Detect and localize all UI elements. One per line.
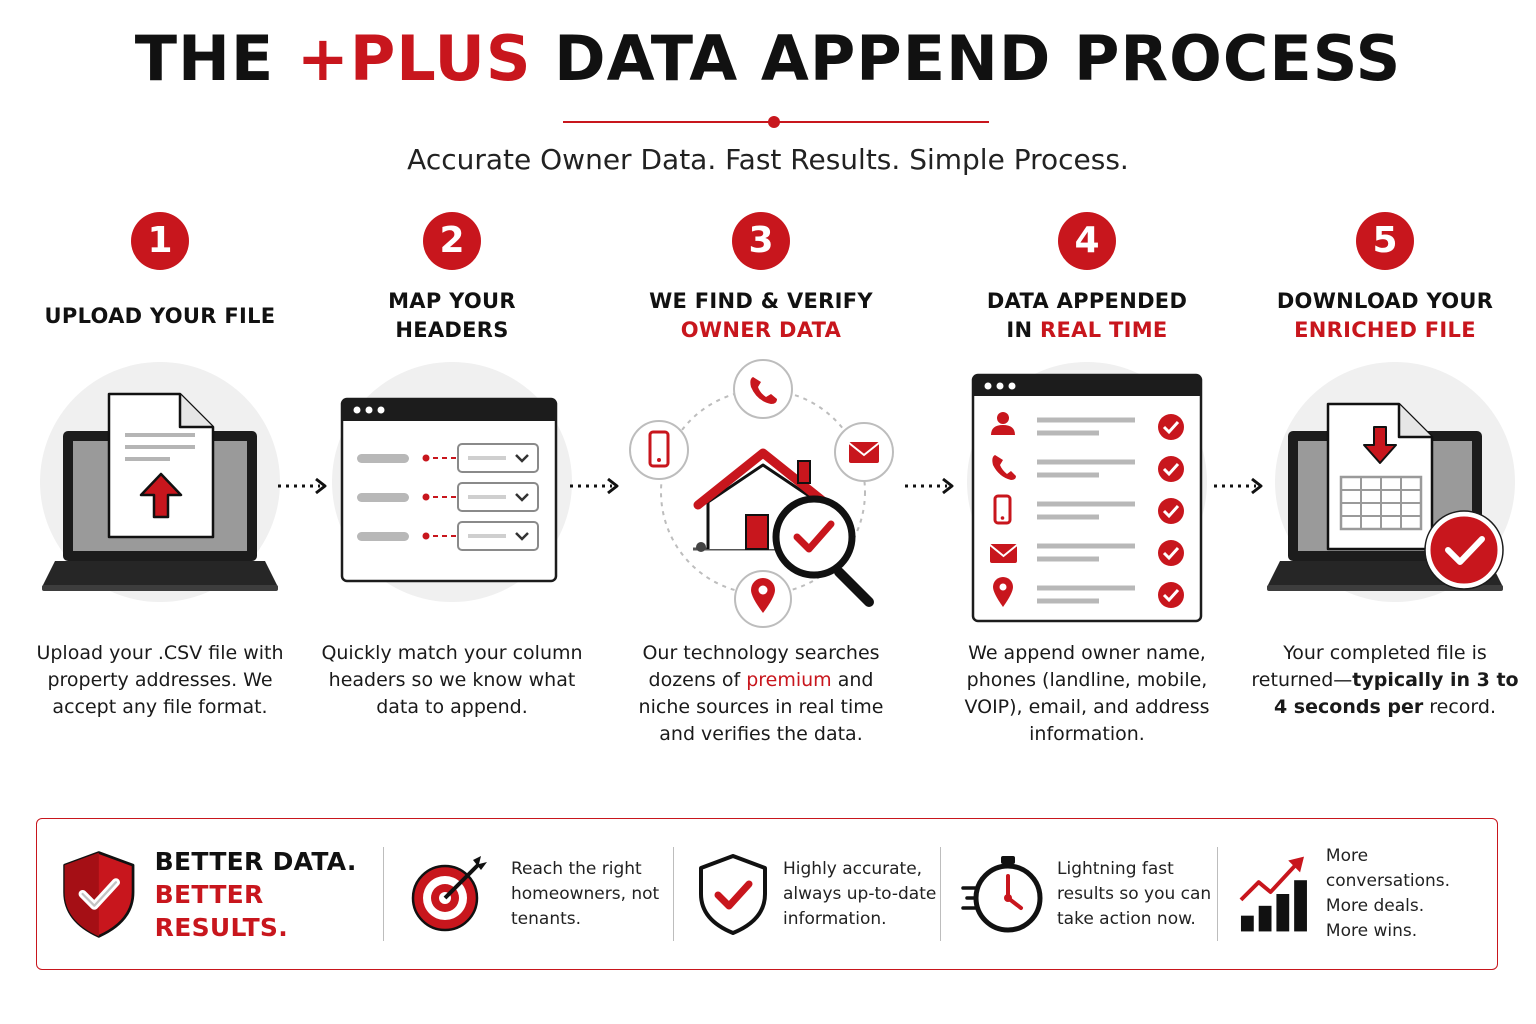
step-title-text: WE FIND & VERIFY	[649, 289, 873, 313]
benefit-line: Highly accurate,	[783, 858, 923, 879]
step-description-text: and niche sources in real time and verif…	[638, 669, 884, 745]
step-title-line: ENRICHED FILE	[1294, 316, 1476, 345]
benefit-line: homeowners, not	[511, 883, 660, 904]
title-prefix: THE	[134, 22, 297, 95]
step-description-text: typically in 3 to 4 seconds per	[1273, 669, 1519, 718]
benefit-text: More conversations. More deals. More win…	[1326, 844, 1495, 944]
shield-outline-icon	[699, 854, 767, 935]
benefit-line: take action now.	[1057, 908, 1196, 929]
title-suffix: DATA APPEND PROCESS	[531, 22, 1402, 95]
benefit-item-speed: Lightning fast results so you can take a…	[961, 819, 1221, 969]
benefit-line: always up-to-date	[783, 883, 937, 904]
step-description-text: record.	[1423, 696, 1497, 718]
step-title: WE FIND & VERIFY OWNER DATA	[611, 284, 911, 348]
step-description-text: premium	[746, 669, 832, 691]
dotted-arrow-icon	[278, 477, 327, 495]
step-number-badge: 3	[732, 212, 790, 270]
page-title: THE +PLUS DATA APPEND PROCESS	[0, 22, 1536, 95]
benefit-line: More wins.	[1325, 921, 1418, 941]
benefit-text: Reach the right homeowners, not tenants.	[511, 857, 659, 932]
benefit-line: information.	[783, 908, 887, 929]
step-title-text: DOWNLOAD YOUR	[1276, 289, 1494, 313]
tagline-line-2: BETTER RESULTS.	[154, 879, 289, 942]
step-title-line: DATA APPENDED	[987, 287, 1187, 316]
step-title-highlight: OWNER DATA	[680, 318, 842, 342]
step-description: Upload your .CSV file with property addr…	[25, 640, 295, 721]
separator	[383, 847, 384, 941]
step-number-badge: 2	[423, 212, 481, 270]
step-description-text: Our technology searches dozens of	[642, 642, 880, 691]
benefit-line: Reach the right	[511, 858, 642, 879]
benefits-panel: BETTER DATA. BETTER RESULTS. Reach the r…	[36, 818, 1498, 970]
dotted-arrow-icon	[1214, 477, 1263, 495]
dotted-arrow-icon	[905, 477, 954, 495]
stopwatch-icon	[961, 856, 1043, 933]
appended-records-icon	[957, 357, 1217, 623]
step-title: DOWNLOAD YOUR ENRICHED FILE	[1235, 284, 1535, 348]
target-icon	[411, 856, 487, 932]
step-description: Our technology searches dozens of premiu…	[626, 640, 896, 748]
step-description-text: Quickly match your column headers so we …	[321, 642, 583, 718]
step-title: MAP YOUR HEADERS	[302, 284, 602, 348]
step-title-line: UPLOAD YOUR FILE	[45, 302, 276, 331]
step-description: Quickly match your column headers so we …	[317, 640, 587, 721]
step-title-highlight: REAL TIME	[1040, 318, 1168, 342]
separator	[1217, 847, 1218, 941]
step-title: DATA APPENDED IN REAL TIME	[937, 284, 1237, 348]
title-accent: +PLUS	[296, 22, 532, 95]
benefit-item-growth: More conversations. More deals. More win…	[1239, 819, 1495, 969]
brand-tagline-text: BETTER DATA. BETTER RESULTS.	[155, 845, 381, 944]
step-title-text: DATA APPENDED	[986, 289, 1188, 313]
step-description-text: Upload your .CSV file with property addr…	[36, 642, 284, 718]
benefit-item-accuracy: Highly accurate, always up-to-date infor…	[697, 819, 957, 969]
title-divider	[563, 116, 989, 128]
house-search-icon	[629, 357, 894, 628]
laptop-upload-icon	[30, 357, 290, 617]
benefit-line: More conversations.	[1325, 846, 1451, 891]
step-number-badge: 5	[1356, 212, 1414, 270]
step-title-text: IN	[1006, 318, 1041, 342]
step-title-line: WE FIND & VERIFY	[649, 287, 873, 316]
step-title-text: HEADERS	[395, 318, 509, 342]
benefit-text: Lightning fast results so you can take a…	[1057, 857, 1211, 932]
benefit-item-target: Reach the right homeowners, not tenants.	[409, 819, 669, 969]
benefit-text: Highly accurate, always up-to-date infor…	[783, 857, 936, 932]
shield-check-icon	[63, 851, 135, 938]
step-title: UPLOAD YOUR FILE	[10, 284, 310, 348]
step-description-text: We append owner name, phones (landline, …	[964, 642, 1210, 745]
benefit-line: results so you can	[1057, 883, 1212, 904]
step-title-highlight: ENRICHED FILE	[1294, 318, 1476, 342]
step-description: Your completed file is returned—typicall…	[1250, 640, 1520, 721]
benefit-line: Lightning fast	[1057, 858, 1174, 879]
dotted-arrow-icon	[570, 477, 619, 495]
step-title-text: MAP YOUR	[388, 289, 516, 313]
step-number-badge: 4	[1058, 212, 1116, 270]
separator	[673, 847, 674, 941]
growth-chart-icon	[1239, 856, 1307, 932]
step-title-line: OWNER DATA	[681, 316, 841, 345]
header-mapping-icon	[322, 357, 582, 617]
benefit-line: More deals.	[1325, 896, 1425, 916]
step-title-text: UPLOAD YOUR FILE	[44, 303, 276, 328]
subtitle: Accurate Owner Data. Fast Results. Simpl…	[407, 143, 1129, 176]
tagline-line-1: BETTER DATA.	[154, 846, 357, 876]
separator	[940, 847, 941, 941]
brand-tagline: BETTER DATA. BETTER RESULTS.	[61, 819, 381, 969]
benefit-line: tenants.	[511, 908, 582, 929]
step-title-line: IN REAL TIME	[1006, 316, 1167, 345]
step-title-line: MAP YOUR	[388, 287, 516, 316]
step-description-text: Your completed file is returned—	[1251, 642, 1487, 691]
step-title-line: HEADERS	[395, 316, 508, 345]
step-number-badge: 1	[131, 212, 189, 270]
step-title-line: DOWNLOAD YOUR	[1277, 287, 1493, 316]
laptop-download-icon	[1255, 357, 1515, 617]
step-description: We append owner name, phones (landline, …	[952, 640, 1222, 748]
